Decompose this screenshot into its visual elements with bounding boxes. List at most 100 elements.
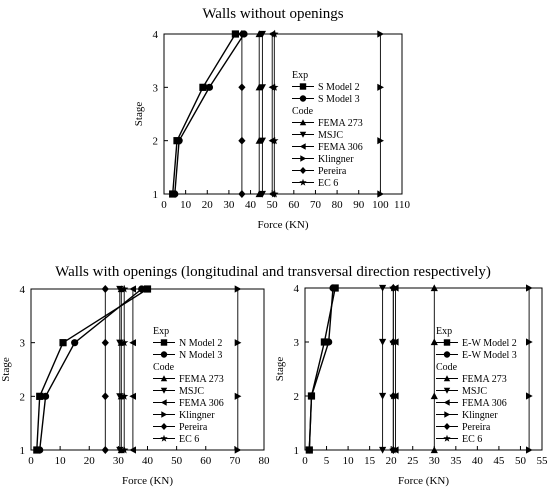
data-point-ec-6 — [120, 284, 129, 293]
y-tick-label: 1 — [153, 189, 159, 201]
series-line-s-model-3 — [174, 33, 245, 195]
data-point-fema-273 — [430, 338, 438, 346]
data-point-fema-273 — [430, 392, 438, 400]
legend-label: E-W Model 2 — [462, 338, 517, 349]
data-point-ec-6 — [270, 189, 279, 198]
data-point-n-model-3 — [71, 339, 79, 347]
legend-label: Pereira — [179, 422, 208, 433]
data-point-ec-6 — [270, 29, 279, 38]
data-point-fema-273 — [255, 30, 263, 38]
series-msjc — [116, 285, 124, 454]
legend-marker-msjc — [160, 387, 168, 394]
plot-frame — [30, 288, 265, 451]
y-tick-label: 2 — [20, 391, 26, 403]
legend-label: Pereira — [462, 422, 491, 433]
data-point-fema-273 — [255, 137, 263, 144]
legend-label: MSJC — [179, 386, 204, 397]
legend-label: Klingner — [318, 154, 354, 165]
x-tick-label: 80 — [259, 455, 271, 467]
data-point-msjc — [379, 446, 387, 454]
data-point-e-w-model-2 — [320, 338, 328, 346]
x-tick-label: 45 — [493, 455, 505, 467]
x-tick-label: 30 — [223, 199, 235, 211]
chart-1-title: Walls without openings — [202, 6, 343, 22]
x-tick-label: 60 — [288, 199, 300, 211]
data-point-fema-273 — [255, 83, 263, 91]
x-tick-label: 55 — [537, 455, 549, 467]
data-point-pereira — [238, 136, 246, 145]
legend-marker-s-model-3 — [299, 95, 307, 102]
data-point-fema-306 — [129, 392, 136, 400]
data-point-klingner — [234, 446, 242, 454]
data-point-e-w-model-3 — [325, 338, 333, 346]
legend-marker-pereira — [299, 167, 307, 174]
chart-2-title: Walls with openings (longitudinal and tr… — [55, 264, 491, 280]
legend-label: E-W Model 3 — [462, 350, 517, 361]
data-point-ec-6 — [389, 391, 398, 400]
series-fema-306 — [129, 285, 136, 454]
y-tick-label: 1 — [20, 445, 26, 457]
legend-group-header: Exp — [436, 326, 452, 337]
series-ec-6 — [120, 284, 129, 454]
data-point-n-model-2 — [143, 285, 152, 293]
legend-marker-ec-6 — [160, 434, 168, 442]
y-tick-label: 2 — [294, 391, 300, 403]
legend-label: Klingner — [179, 410, 215, 421]
legend-marker-fema-273 — [299, 119, 307, 126]
legend-label: FEMA 306 — [462, 398, 507, 409]
x-tick-label: 10 — [343, 455, 355, 467]
legend-marker-klingner — [300, 155, 307, 162]
legend-marker-pereira — [160, 423, 168, 430]
data-point-msjc — [379, 284, 387, 292]
data-point-n-model-3 — [138, 285, 146, 293]
series-pereira — [238, 30, 246, 198]
data-point-pereira — [238, 30, 246, 38]
data-point-fema-273 — [430, 284, 438, 292]
data-point-klingner — [377, 137, 384, 145]
legend-label: MSJC — [462, 386, 487, 397]
legend-marker-fema-273 — [160, 375, 168, 382]
x-tick-label: 90 — [353, 199, 365, 211]
x-tick-label: 5 — [324, 455, 330, 467]
y-tick-label: 4 — [294, 283, 300, 295]
data-point-klingner — [526, 446, 533, 454]
legend-label: FEMA 273 — [318, 118, 363, 129]
data-point-ec-6 — [270, 136, 279, 145]
data-point-e-w-model-3 — [305, 446, 313, 454]
data-point-klingner — [526, 392, 533, 400]
legend-group-header: Exp — [292, 70, 308, 81]
legend-marker-fema-273 — [443, 375, 451, 382]
data-point-e-w-model-3 — [329, 284, 337, 292]
y-tick-label: 3 — [153, 82, 159, 94]
data-point-ec-6 — [120, 445, 129, 454]
series-klingner — [526, 284, 533, 454]
legend-marker-e-w-model-3 — [443, 351, 451, 358]
series-ec-6 — [389, 283, 398, 454]
legend-label: EC 6 — [179, 434, 199, 445]
x-tick-label: 40 — [245, 199, 257, 211]
x-tick-label: 30 — [429, 455, 441, 467]
data-point-msjc — [258, 30, 266, 38]
series-fema-273 — [430, 284, 438, 454]
legend-label: N Model 3 — [179, 350, 222, 361]
y-tick-label: 3 — [294, 337, 300, 349]
series-klingner — [234, 285, 242, 454]
data-point-klingner — [377, 83, 384, 91]
x-tick-label: 15 — [364, 455, 376, 467]
x-tick-label: 10 — [180, 199, 192, 211]
x-tick-label: 0 — [161, 199, 167, 211]
legend-label: S Model 3 — [318, 94, 360, 105]
data-point-klingner — [526, 284, 533, 292]
data-point-msjc — [116, 393, 124, 400]
x-tick-label: 110 — [394, 199, 411, 211]
x-tick-label: 70 — [229, 455, 241, 467]
legend-marker-pereira — [443, 423, 451, 430]
data-point-fema-306 — [129, 285, 136, 293]
legend-marker-msjc — [443, 387, 451, 394]
data-point-pereira — [101, 446, 109, 454]
legend-marker-fema-306 — [160, 399, 167, 406]
data-point-klingner — [526, 338, 533, 346]
x-tick-label: 100 — [372, 199, 389, 211]
data-point-msjc — [116, 446, 124, 454]
